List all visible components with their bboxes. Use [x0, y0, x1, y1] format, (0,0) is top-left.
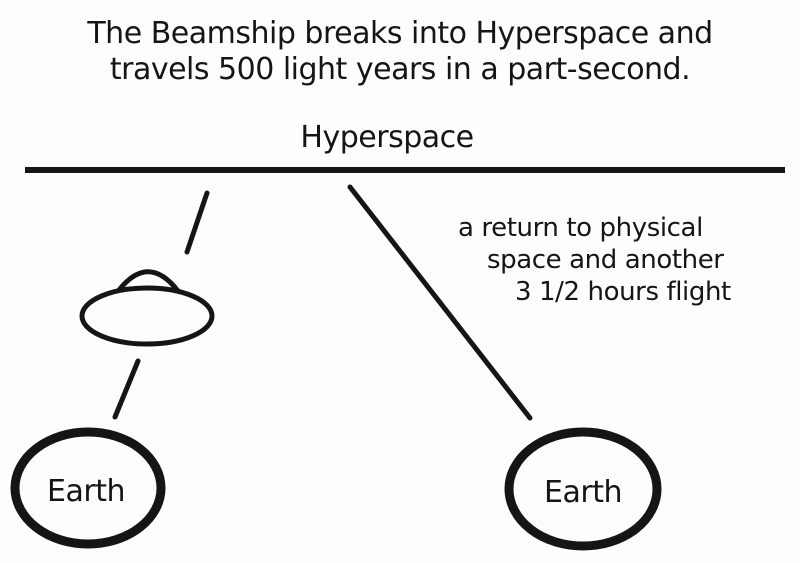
beamship-icon [79, 269, 215, 347]
annotation-line-3: 3 1/2 hours flight [515, 277, 731, 307]
title-line-2: travels 500 light years in a part-second… [110, 52, 690, 87]
earth-arrival-label: Earth [544, 475, 622, 510]
earth-arrival-circle [504, 427, 662, 551]
earth-departure: Earth [10, 427, 166, 549]
departure-dash-lower [112, 358, 141, 420]
earth-arrival: Earth [504, 427, 662, 551]
earth-departure-label: Earth [47, 474, 125, 509]
return-annotation: a return to physical space and another 3… [458, 213, 731, 307]
beamship-hull [79, 285, 215, 347]
title-line-1: The Beamship breaks into Hyperspace and [86, 16, 712, 51]
annotation-line-2: space and another [487, 245, 724, 275]
diagram-title: The Beamship breaks into Hyperspace and … [86, 16, 713, 87]
earth-departure-circle [10, 427, 166, 549]
return-flight-line [347, 184, 533, 421]
hyperspace-label: Hyperspace [300, 120, 473, 155]
departure-dash-upper [184, 190, 210, 255]
beamship-dome [113, 269, 181, 297]
annotation-line-1: a return to physical [458, 213, 703, 243]
